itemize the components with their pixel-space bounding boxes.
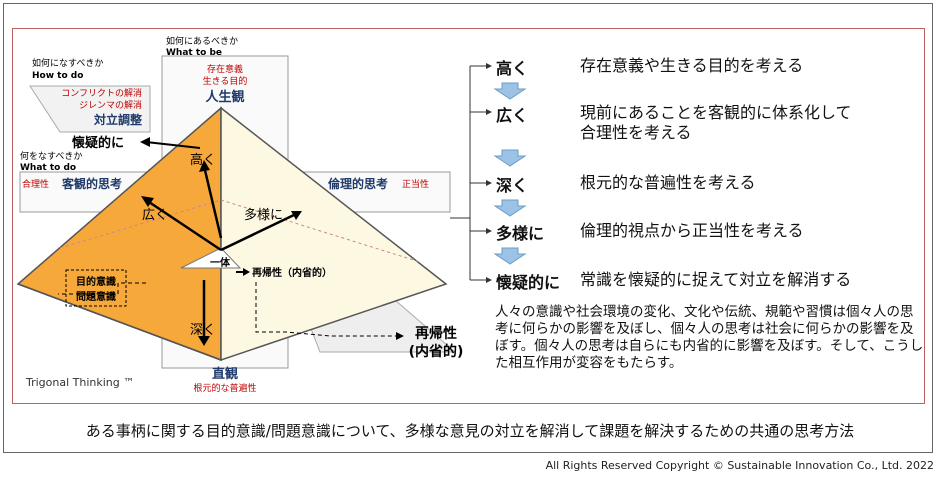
wide-label: 広く [142, 208, 168, 223]
loop-dash-left [58, 282, 146, 295]
purpose-box [65, 269, 127, 307]
bracket-head-4 [486, 228, 492, 234]
bracket-head-1 [486, 63, 492, 69]
diverse-arrowhead [291, 211, 302, 220]
doubt-label: 懐疑的に [72, 135, 124, 151]
doubt-arrow [145, 141, 201, 149]
purpose-1: 目的意識 [76, 275, 116, 288]
reflexive-big-1: 再帰性 [415, 325, 457, 342]
loop-arrowhead [396, 332, 404, 340]
reflex-arrowhead [243, 268, 250, 276]
row-head-diverse: 多様に [496, 224, 545, 243]
high-arrowhead [199, 160, 210, 172]
row-head-high: 高く [496, 59, 529, 78]
bracket-head-5 [486, 277, 492, 283]
conflict-2: ジレンマの解消 [79, 99, 142, 111]
high-label: 高く [190, 152, 216, 168]
caption: ある事柄に関する目的意識/問題意識について、多様な意見の対立を解消して課題を解決… [85, 422, 855, 440]
flow-arrow-4 [493, 247, 527, 265]
right-red: 正当性 [402, 178, 429, 190]
top-sub2: 生きる目的 [203, 75, 248, 87]
diagram-panel [12, 28, 925, 404]
deep-label: 深く [190, 323, 216, 338]
how-to-do-q: 如何になすべきか [32, 57, 103, 69]
diverse-arrow [220, 212, 297, 252]
row-head-wide: 広く [496, 106, 529, 125]
flow-arrow-2 [493, 149, 527, 167]
high-arrow [202, 165, 223, 239]
row-desc-diverse: 倫理的視点から正当性を考える [580, 221, 804, 240]
row-desc-deep: 根元的な普遍性を考える [580, 173, 756, 192]
copyright: All Rights Reserved Copyright © Sustaina… [545, 459, 934, 472]
conflict-panel [29, 85, 151, 133]
reflexive-big-2: (内省的) [409, 343, 464, 360]
deep-arrowhead [198, 336, 210, 346]
row-desc-wide-1: 現前にあることを客観的に体系化して [580, 103, 852, 122]
diverse-label: 多様に [244, 207, 283, 223]
loop-dash-right [255, 282, 398, 337]
what-to-do-q: 何をなすべきか [20, 150, 82, 162]
top-sub1: 存在意義 [207, 63, 243, 75]
bracket-head-3 [486, 180, 492, 186]
conflict-title: 対立調整 [93, 112, 142, 127]
center-triangle [180, 247, 242, 269]
bottom-title: 直観 [212, 366, 238, 382]
wide-arrow [145, 198, 222, 252]
pyramid-edge [17, 283, 222, 361]
row-head-doubt: 懐疑的に [496, 273, 561, 292]
outer-frame [3, 3, 933, 453]
pyramid-dashed-line [59, 199, 421, 263]
flow-arrow-3 [493, 199, 527, 217]
what-to-do-en: What to do [20, 163, 76, 173]
left-title: 客観的思考 [61, 176, 122, 191]
how-to-do-en: How to do [32, 71, 83, 81]
top-title: 人生観 [205, 89, 244, 105]
flow-arrow-1 [493, 82, 527, 100]
what-to-be-q: 如何にあるべきか [166, 35, 238, 47]
explanation-paragraph: 人々の意識や社会環境の変化、文化や伝統、規範や習慣は個々人の思考に何らかの影響を… [495, 304, 924, 371]
row-desc-wide-2: 合理性を考える [580, 123, 692, 142]
purpose-2: 問題意識 [76, 290, 116, 303]
doubt-arrowhead [140, 137, 150, 147]
row-head-deep: 深く [496, 176, 529, 195]
center-label: 一体 [210, 256, 231, 269]
trigonal-thinking-logo: Trigonal Thinking ™ [25, 376, 134, 389]
what-to-be-en: What to be [166, 48, 222, 58]
bracket-head-2 [486, 109, 492, 115]
reflex-label: 再帰性（内省的） [252, 266, 332, 279]
wide-arrowhead [141, 196, 154, 207]
row-desc-doubt: 常識を懐疑的に捉えて対立を解消する [580, 270, 852, 289]
bottom-sub: 根元的な普遍性 [193, 382, 256, 394]
right-title: 倫理的思考 [328, 176, 388, 191]
row-desc-high: 存在意義や生きる目的を考える [580, 56, 804, 75]
conflict-1: コンフリクトの解消 [61, 87, 142, 99]
left-red: 合理性 [22, 178, 49, 190]
